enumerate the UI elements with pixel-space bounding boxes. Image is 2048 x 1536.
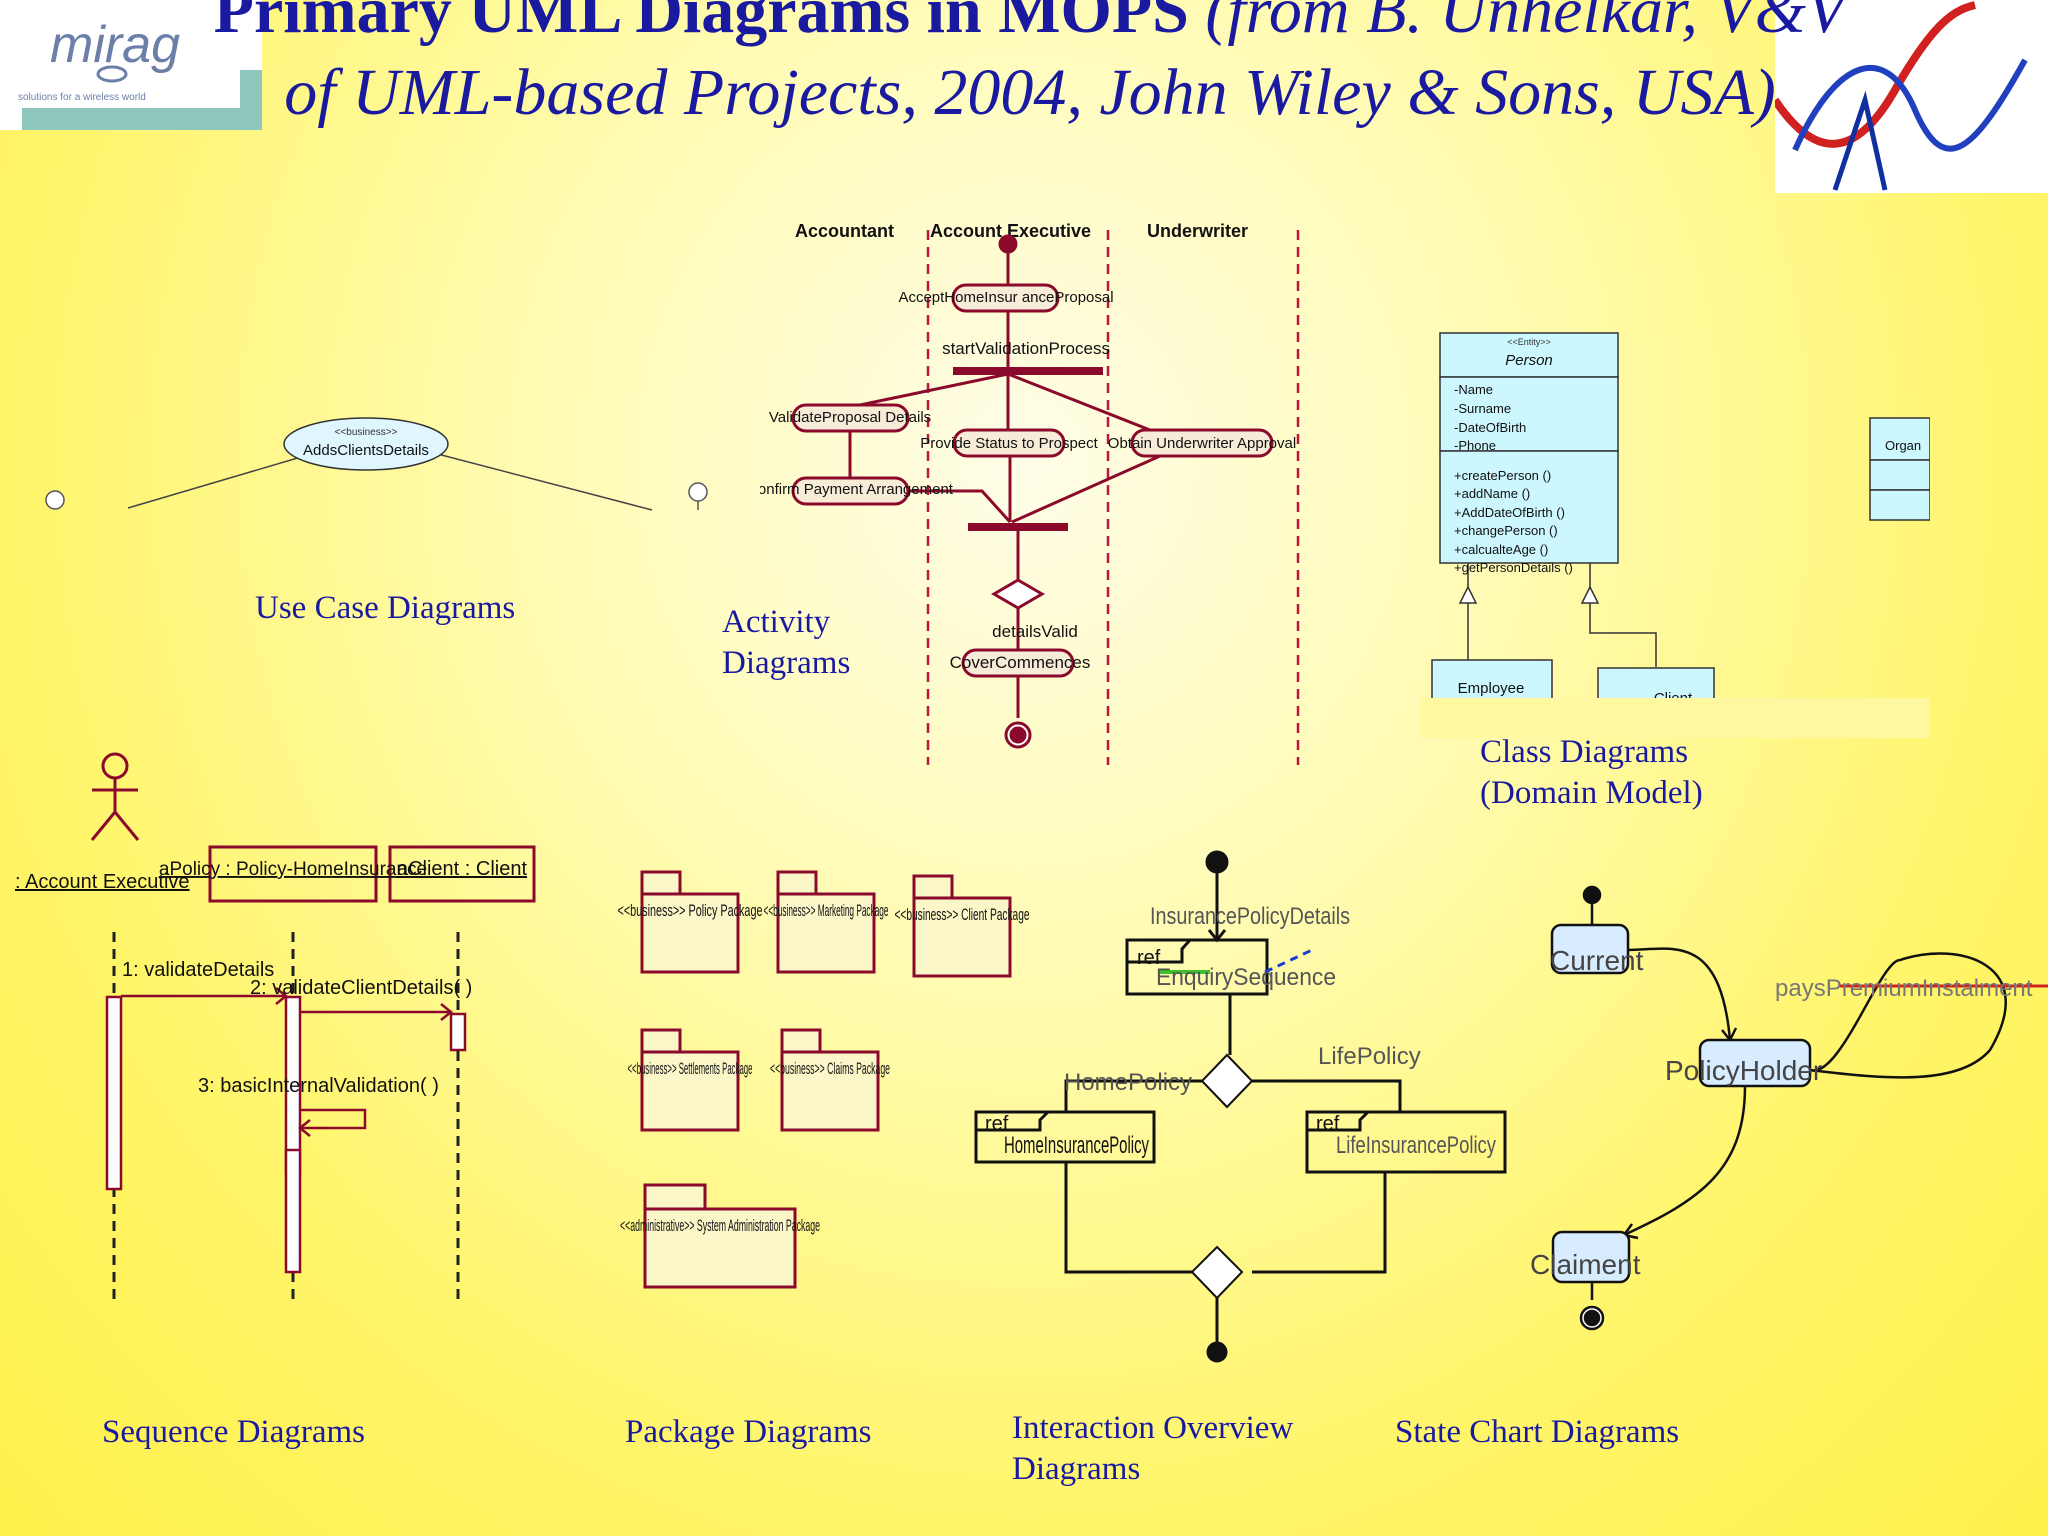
class-attr: -Name <box>1454 382 1493 397</box>
io-life: LifePolicy <box>1318 1043 1421 1070</box>
act-accept: AcceptHomeInsur anceProposal <box>898 289 1113 306</box>
act-provide: Provide Status to Prospect <box>920 435 1098 452</box>
caption-sequence: Sequence Diagrams <box>102 1414 365 1450</box>
class-op: +AddDateOfBirth () <box>1454 505 1565 520</box>
use-case-diagram: <<business>> AddsClientsDetails <box>45 417 708 511</box>
io-life-ref: LifeInsurancePolicy <box>1336 1132 1496 1159</box>
use-case-name: AddsClientsDetails <box>303 442 429 459</box>
act-guard: detailsValid <box>992 622 1078 641</box>
caption-interaction: Interaction Overview Diagrams <box>1012 1410 1294 1487</box>
class-op: +calcualteAge () <box>1454 542 1548 557</box>
lane-account-executive: Account Executive <box>930 221 1091 241</box>
logo-tagline: solutions for a wireless world <box>18 92 146 103</box>
caption-state-chart: State Chart Diagrams <box>1395 1414 1680 1450</box>
title-italic: (from B. Unhelkar, V&V of UML-based Proj… <box>284 0 1847 129</box>
act-obtain: Obtain Underwriter Approval <box>1108 435 1296 452</box>
pkg-stereo: <<administrative>> System Administration… <box>620 1216 820 1235</box>
lane-accountant: Accountant <box>795 221 894 241</box>
class-name: Person <box>1505 352 1553 369</box>
io-label: InsurancePolicyDetails <box>1150 903 1350 930</box>
pkg-stereo: <<business>> Claims Package <box>770 1059 890 1078</box>
seq-msg3: 3: basicInternalValidation( ) <box>198 1075 439 1097</box>
title-bold: Primary UML Diagrams in MOPS <box>213 0 1189 47</box>
class-side: Organ <box>1885 438 1921 453</box>
use-case-stereotype: <<business>> <box>335 427 398 438</box>
seq-obj1: aPolicy : Policy-HomeInsurance <box>159 859 427 880</box>
activity-diagram: Accountant Account Executive Underwriter <box>760 221 1300 765</box>
logo-text: mirag <box>50 16 180 74</box>
mirage-logo-mark: mirag solutions for a wireless world <box>0 0 262 130</box>
pkg-stereo: <<business>> Policy Package <box>618 901 763 920</box>
seq-obj2: aClient : Client <box>397 858 528 880</box>
act-validate: ValidateProposal Details <box>769 409 931 426</box>
lane-underwriter: Underwriter <box>1147 221 1248 241</box>
slide-title: Primary UML Diagrams in MOPS (from B. Un… <box>200 0 1860 134</box>
class-op: +changePerson () <box>1454 523 1558 538</box>
io-home-ref: HomeInsurancePolicy <box>1004 1132 1149 1159</box>
io-ref: ref <box>1137 947 1161 969</box>
class-op: +addName () <box>1454 486 1530 501</box>
caption-package: Package Diagrams <box>625 1414 872 1450</box>
io-enq: EnquirySequence <box>1156 964 1336 991</box>
act-cover: CoverCommences <box>950 653 1091 672</box>
pkg-stereo: <<business>> Client Package <box>895 905 1030 924</box>
act-start: startValidationProcess <box>942 339 1110 358</box>
class-attr: -DateOfBirth <box>1454 420 1526 435</box>
seq-actor: : Account Executive <box>15 871 190 893</box>
sequence-diagram: : Account Executive aPolicy : Policy-Hom… <box>15 752 536 1305</box>
class-employee: Employee <box>1458 680 1525 697</box>
state-current: Current <box>1550 945 1644 976</box>
seq-msg1: 1: validateDetails <box>122 959 274 981</box>
class-stereotype: <<Entity>> <box>1507 337 1551 347</box>
pkg-stereo: <<business>> Settlements Package <box>628 1059 753 1078</box>
mirage-logo: mirag solutions for a wireless world <box>0 0 262 130</box>
interaction-overview-diagram: InsurancePolicyDetails ref EnquirySequen… <box>974 850 1507 1363</box>
act-confirm: Confirm Payment Arrangement <box>760 481 954 498</box>
io-ref-life: ref <box>1316 1113 1340 1135</box>
caption-activity: Activity Diagrams <box>722 604 851 681</box>
wave-logo <box>1771 0 2048 193</box>
class-op: +createPerson () <box>1454 468 1551 483</box>
caption-use-case: Use Case Diagrams <box>255 590 516 626</box>
package-diagram: <<business>> Policy Package <<business>>… <box>618 870 1030 1289</box>
state-holder: PolicyHolder <box>1665 1055 1822 1086</box>
class-crop-mask <box>1420 698 1930 738</box>
caption-class: Class Diagrams (Domain Model) <box>1480 734 1703 811</box>
class-diagram: <<Entity>> Person -Name -Surname -DateOf… <box>1431 332 1930 705</box>
state-pays: paysPremiumInstalment <box>1775 975 2033 1002</box>
use-case-ellipse <box>283 417 449 471</box>
io-home: HomePolicy <box>1064 1069 1192 1096</box>
pkg-stereo: <<business>> Marketing Package <box>764 901 889 920</box>
io-ref-home: ref <box>985 1113 1009 1135</box>
state-chart-diagram: Current PolicyHolder paysPremiumInstalme… <box>1530 885 2048 1331</box>
state-claiment: Claiment <box>1530 1249 1641 1280</box>
class-attr: -Surname <box>1454 401 1511 416</box>
class-op: +getPersonDetails () <box>1454 560 1573 575</box>
seq-msg2: 2: validateClientDetails( ) <box>250 977 472 999</box>
class-attr: -Phone <box>1454 438 1496 453</box>
